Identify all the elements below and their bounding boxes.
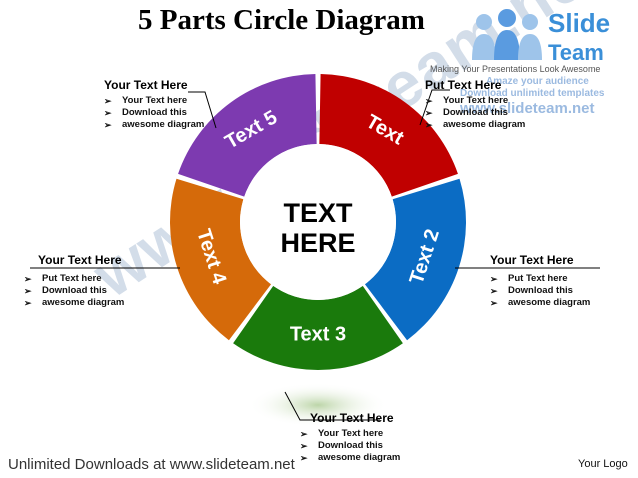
diagram-reflection bbox=[248, 383, 388, 427]
leader-top-right bbox=[419, 89, 450, 126]
center-line1: TEXT bbox=[283, 198, 353, 228]
list-item: ➢awesome diagram bbox=[300, 452, 401, 463]
list-item: ➢Download this bbox=[490, 285, 573, 296]
callout-mid-right: Your Text Here ➢Put Text here ➢Download … bbox=[490, 253, 590, 309]
list-item: ➢Download this bbox=[24, 285, 107, 296]
callout-heading: Your Text Here bbox=[38, 253, 122, 267]
list-item: ➢Your Text here bbox=[425, 95, 509, 106]
diagram-segment-1 bbox=[319, 74, 458, 197]
list-item: ➢Put Text here bbox=[24, 273, 102, 284]
diagram-segment-5 bbox=[178, 74, 317, 197]
callout-bottom: Your Text Here ➢Your Text here ➢Download… bbox=[300, 411, 400, 464]
leader-top-left bbox=[188, 91, 217, 129]
slideteam-logo: Slide Team Making Your Presentations Loo… bbox=[430, 6, 638, 96]
callout-top-right: Put Text Here ➢Your Text here ➢Download … bbox=[425, 78, 525, 131]
diagram-segment-2 bbox=[364, 178, 467, 341]
list-item: ➢awesome diagram bbox=[425, 119, 526, 130]
page-title: 5 Parts Circle Diagram bbox=[138, 4, 425, 36]
callout-mid-left: Your Text Here ➢Put Text here ➢Download … bbox=[24, 253, 124, 309]
callout-heading: Your Text Here bbox=[490, 253, 574, 267]
center-hole bbox=[240, 144, 396, 300]
logo-brand-line1: Slide bbox=[548, 8, 611, 38]
center-line2: HERE bbox=[280, 228, 356, 258]
footer-text: Unlimited Downloads at www.slideteam.net bbox=[8, 456, 295, 473]
people-group-icon bbox=[472, 9, 542, 60]
segment-label-3: Text 3 bbox=[290, 323, 346, 345]
list-item: ➢Put Text here bbox=[490, 273, 568, 284]
logo-tagline: Making Your Presentations Look Awesome bbox=[430, 64, 601, 74]
callout-heading: Put Text Here bbox=[425, 78, 502, 92]
list-item: ➢Download this bbox=[300, 440, 383, 451]
callout-top-left: Your Text Here ➢Your Text here ➢Download… bbox=[104, 78, 204, 131]
center-text: TEXT HERE bbox=[280, 198, 355, 258]
list-item: ➢awesome diagram bbox=[490, 297, 591, 308]
callout-heading: Your Text Here bbox=[310, 411, 394, 425]
promo-line2: Download unlimited templates bbox=[460, 88, 605, 99]
promo-line3: www.slideteam.net bbox=[460, 100, 595, 117]
list-item: ➢Download this bbox=[104, 107, 187, 118]
list-item: ➢Your Text here bbox=[104, 95, 188, 106]
leader-bottom bbox=[284, 391, 380, 421]
list-item: ➢awesome diagram bbox=[24, 297, 125, 308]
logo-brand-line2: Team bbox=[548, 40, 604, 65]
promo-line1: Amaze your audience bbox=[486, 76, 589, 87]
diagram-segment-3 bbox=[233, 285, 403, 370]
list-item: ➢Your Text here bbox=[300, 428, 384, 439]
diagram-segment-4 bbox=[170, 178, 272, 341]
list-item: ➢awesome diagram bbox=[104, 119, 205, 130]
your-logo-placeholder: Your Logo bbox=[578, 458, 628, 470]
callout-heading: Your Text Here bbox=[104, 78, 188, 92]
list-item: ➢Download this bbox=[425, 107, 508, 118]
